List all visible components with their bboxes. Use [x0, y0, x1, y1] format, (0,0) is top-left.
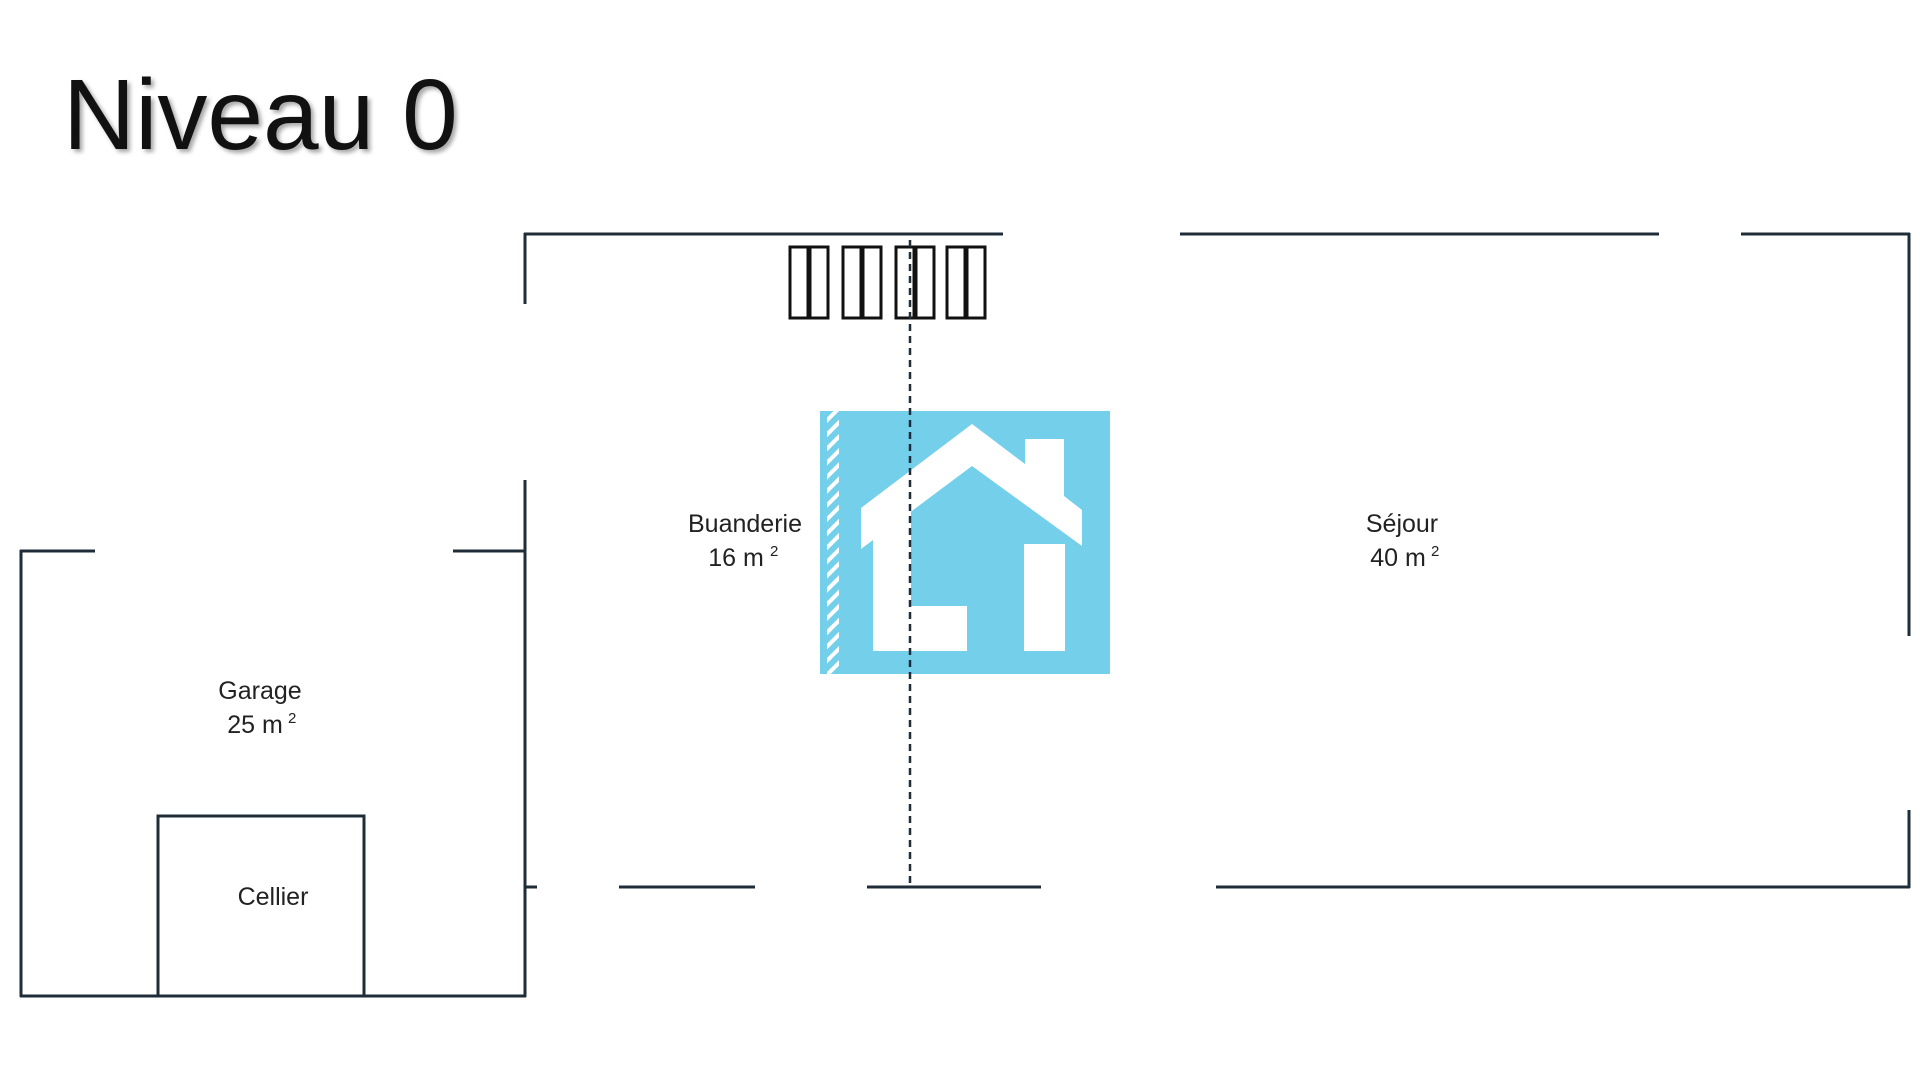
stair-step [808, 245, 830, 320]
room-area: 40 m [1370, 544, 1426, 572]
room-label-garage: Garage 25 m 2 [218, 677, 301, 739]
stair-step [788, 245, 810, 320]
logo-roof [861, 424, 1082, 549]
room-name: Garage [218, 677, 301, 705]
logo-letter-i [1024, 544, 1065, 651]
stair-step [841, 245, 863, 320]
room-label-buanderie: Buanderie 16 m 2 [688, 510, 802, 572]
stair-step [945, 245, 967, 320]
logo-stripe-band [827, 411, 839, 674]
cellier-walls [156, 814, 366, 996]
stair-step [894, 245, 916, 320]
room-area-value: 25 m [227, 711, 283, 739]
staircase [788, 245, 987, 320]
room-area-value: 40 m [1370, 544, 1426, 572]
room-name: Buanderie [688, 510, 802, 538]
stair-step [914, 245, 936, 320]
room-area-unit-sup: 2 [1431, 543, 1439, 560]
house-logo-icon [820, 411, 1110, 674]
room-area: 16 m [708, 544, 764, 572]
logo-letter-l [873, 509, 967, 651]
room-area-unit-sup: 2 [288, 710, 296, 727]
room-label-cellier: Cellier [238, 883, 309, 911]
page-title: Niveau 0 [63, 59, 458, 171]
room-label-sejour: Séjour 40 m 2 [1366, 510, 1439, 572]
room-area: 25 m [227, 711, 283, 739]
room-area-value: 16 m [708, 544, 764, 572]
stair-step [861, 245, 883, 320]
room-area-unit-sup: 2 [770, 543, 778, 560]
room-name: Séjour [1366, 510, 1438, 538]
stair-step [965, 245, 987, 320]
